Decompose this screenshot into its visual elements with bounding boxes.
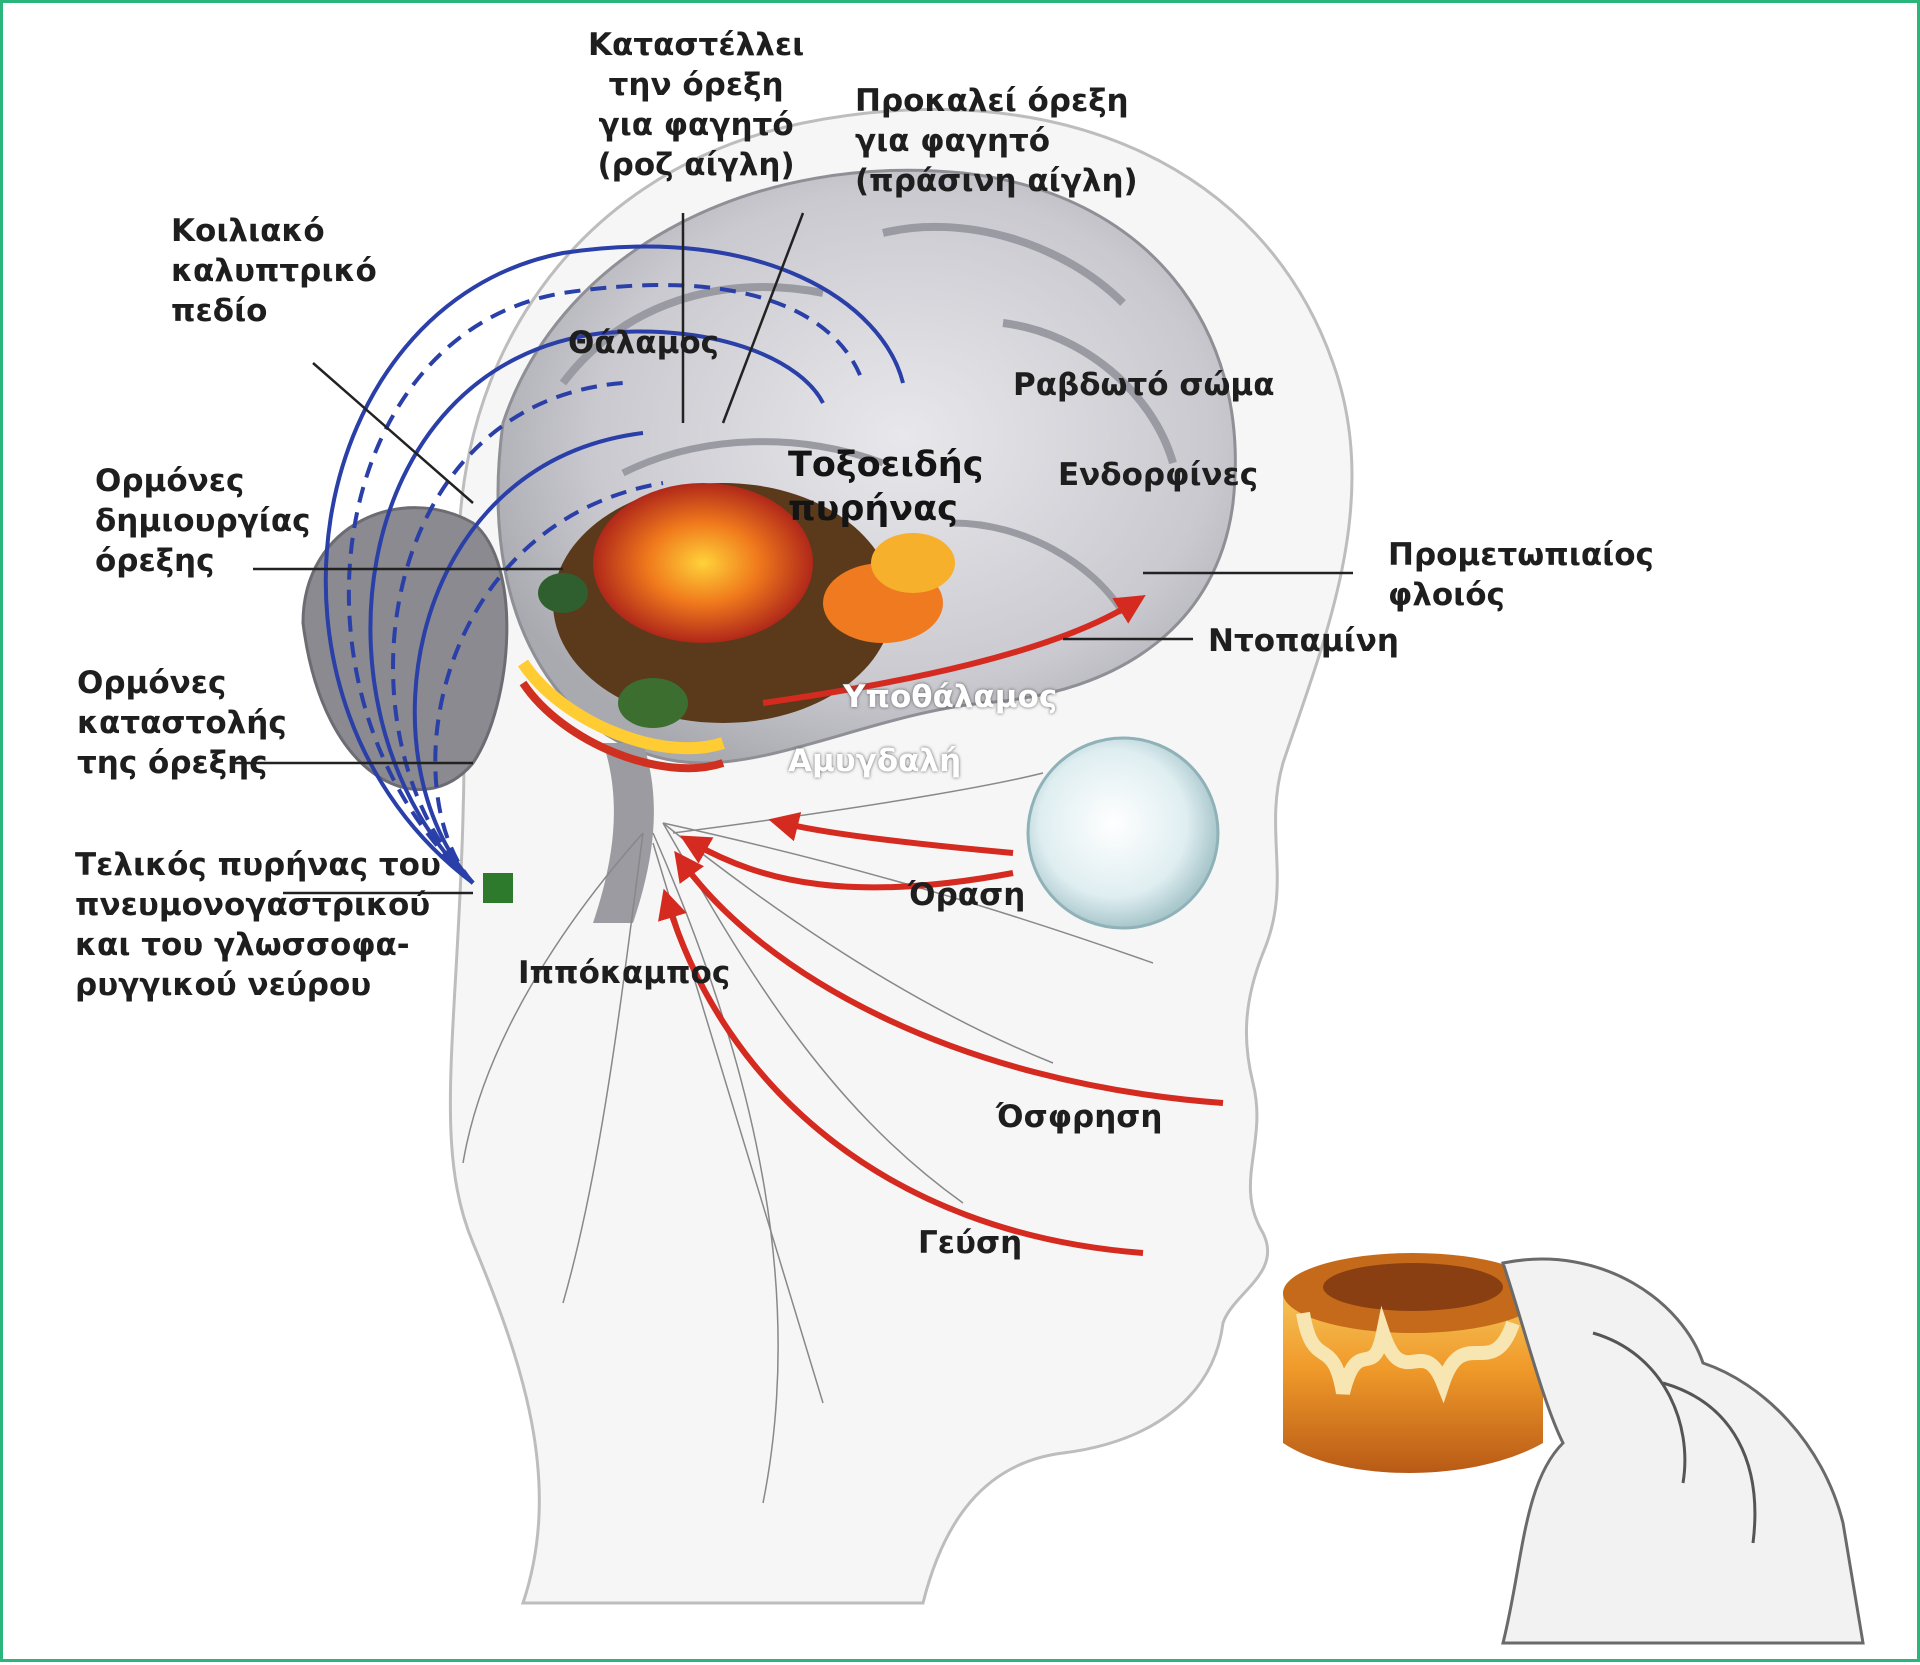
label-prefrontal-cortex: Προμετωπιαίος φλοιός <box>1388 537 1654 613</box>
label-ventral-tegmental-area: Κοιλιακό καλυπτρικό πεδίο <box>171 213 377 329</box>
label-arcuate-nucleus: Τοξοειδής πυρήνας <box>788 445 984 529</box>
label-vision: Όραση <box>908 877 1026 913</box>
label-thalamus: Θάλαμος <box>568 325 720 361</box>
label-amygdala: Αμυγδαλή <box>788 743 962 779</box>
label-taste: Γεύση <box>918 1225 1023 1261</box>
label-suppression-hormones: Ορμόνες καταστολής της όρεξης <box>77 665 287 781</box>
eye <box>1026 736 1220 930</box>
leader-lines <box>233 212 1353 895</box>
label-endorphins: Ενδορφίνες <box>1058 457 1259 493</box>
label-smell: Όσφρηση <box>996 1099 1163 1135</box>
suppression-pathways <box>323 244 905 885</box>
limbic-core <box>483 483 955 903</box>
cerebellum <box>301 506 654 923</box>
hand-illustration <box>1501 1257 1865 1645</box>
brain-appetite-illustration <box>233 107 1865 1645</box>
label-hippocampus: Ιππόκαμπος <box>518 955 731 991</box>
label-dopamine: Ντοπαμίνη <box>1208 623 1399 659</box>
sensory-pathways <box>658 595 1224 1256</box>
label-stimulate-appetite: Προκαλεί όρεξη για φαγητό (πράσινη αίγλη… <box>855 83 1138 199</box>
label-appetite-hormones: Ορμόνες δημιουργίας όρεξης <box>95 463 311 579</box>
label-hypothalamus: Υποθάλαμος <box>843 679 1058 715</box>
label-suppress-appetite: Καταστέλλει την όρεξη για φαγητό (ροζ αί… <box>588 27 805 183</box>
cake-illustration <box>1283 1253 1543 1473</box>
label-solitary-nucleus: Τελικός πυρήνας του πνευμονογαστρικού κα… <box>75 847 441 1003</box>
label-striatum: Ραβδωτό σώμα <box>1013 367 1275 403</box>
